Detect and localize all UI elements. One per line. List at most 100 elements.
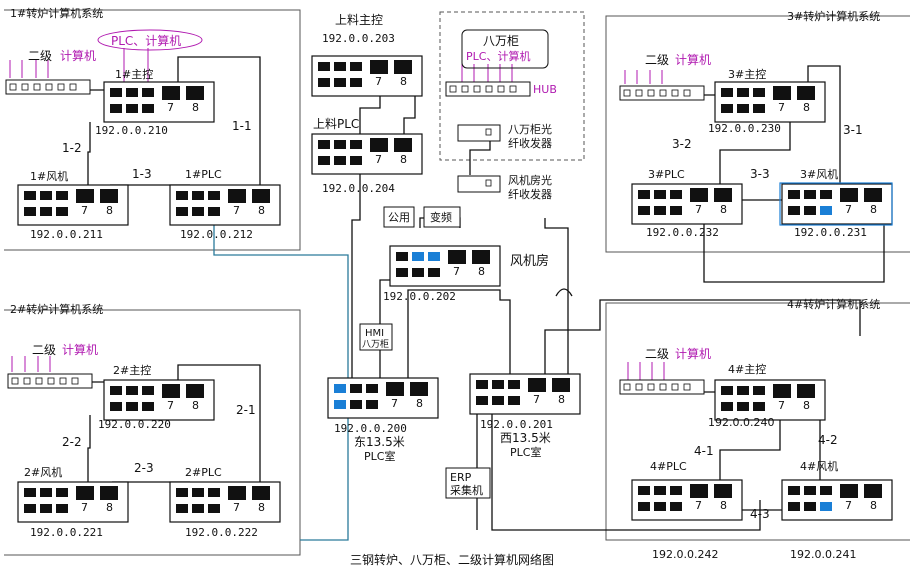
svg-text:7: 7 [778,399,785,412]
transceiver-wanguo-port [485,128,492,136]
svg-text:7: 7 [375,75,382,88]
svg-text:8: 8 [803,101,810,114]
svg-text:8: 8 [192,101,199,114]
s1-plc-label: 1#PLC [185,168,222,181]
svg-text:7: 7 [533,393,540,406]
hub-ports [9,83,691,391]
s1-link-1-1: 1-1 [232,119,252,133]
svg-text:7: 7 [453,265,460,278]
system4-border [605,302,910,541]
transceiver2-line-b: 纤收发器 [508,187,552,201]
system3-border [605,15,910,253]
svg-text:7: 7 [375,153,382,166]
plc-computer-ellipse [97,29,203,51]
s1-fan-label: 1#风机 [30,169,68,183]
s3-plc-label: 3#PLC [648,168,685,181]
diagram-title: 三钢转炉、八万柜、二级计算机网络图 [350,552,554,567]
s3-fan-label: 3#风机 [800,167,838,181]
svg-text:8: 8 [720,203,727,216]
s4-master-label: 4#主控 [728,362,766,376]
east-plc-ip: 192.0.0.200 [334,422,407,435]
fan-room-label: 风机房 [510,253,549,269]
transceiver1-line-b: 纤收发器 [508,136,552,150]
public-box [383,206,415,228]
s1-master-ip: 192.0.0.210 [95,124,168,137]
fan-room-ip: 192.0.0.202 [383,290,456,303]
s1-master-label: 1#主控 [115,67,153,81]
system4-title: 4#转炉计算机系统 [787,297,880,311]
s3-master-label: 3#主控 [728,67,766,81]
s4-link-4-2: 4-2 [818,433,838,447]
svg-text:7: 7 [81,501,88,514]
svg-text:7: 7 [391,397,398,410]
s3-computer-label: 计算机 [675,52,711,67]
blue-ports [334,206,832,511]
wanguo-plc-label: PLC、计算机 [466,49,530,63]
s4-link-4-1: 4-1 [694,444,714,458]
s1-computer-label: 计算机 [60,48,96,63]
s4-fan-ip: 192.0.0.241 [790,548,856,561]
svg-text:7: 7 [845,499,852,512]
wanguo-box [461,29,549,69]
wanguo-region-border [439,11,585,161]
svg-text:8: 8 [803,399,810,412]
transceiver-fan-room [457,175,501,193]
s4-plc-label: 4#PLC [650,460,687,473]
svg-text:7: 7 [695,499,702,512]
transceiver2-line-a: 风机房光 [508,173,552,187]
svg-text:7: 7 [167,101,174,114]
system2-border [4,309,301,556]
feed-plc-ip: 192.0.0.204 [322,182,395,195]
s4-level2-label: 二级 [645,347,669,361]
transceiver-fan-room-port [485,179,492,187]
svg-text:7: 7 [695,203,702,216]
west-plc-label: 西13.5米 [500,431,551,445]
s2-computer-label: 计算机 [62,342,98,357]
s2-level2-label: 二级 [32,343,56,357]
switch-3-fan-highlight [779,182,893,226]
s3-link-3-3: 3-3 [750,167,770,181]
s1-plc-computer-label: PLC、计算机 [111,33,181,48]
crossing-bump [555,288,573,297]
svg-text:8: 8 [258,204,265,217]
s2-link-2-1: 2-1 [236,403,256,417]
s3-level2-label: 二级 [645,53,669,67]
s3-master-ip: 192.0.0.230 [708,122,781,135]
svg-text:8: 8 [400,153,407,166]
s1-link-1-2: 1-2 [62,141,82,155]
svg-text:7: 7 [778,101,785,114]
s2-link-2-2: 2-2 [62,435,82,449]
west-plc-ip: 192.0.0.201 [480,418,553,431]
system2-title: 2#转炉计算机系统 [10,302,103,316]
svg-text:8: 8 [106,204,113,217]
svg-text:7: 7 [845,203,852,216]
svg-text:8: 8 [400,75,407,88]
feed-plc-label: 上料PLC [313,117,359,131]
s2-fan-label: 2#风机 [24,465,62,479]
wanguo-label: 八万柜 [483,34,519,48]
east-plc-label: 东13.5米 [354,435,405,449]
erp-box [445,467,491,499]
system1-border [4,9,301,251]
system3-title: 3#转炉计算机系统 [787,9,880,23]
hmi-box [359,323,393,351]
s3-fan-ip: 192.0.0.231 [794,226,867,239]
s4-master-ip: 192.0.0.240 [708,416,774,429]
svg-text:8: 8 [870,499,877,512]
public-label: 公用 [388,211,410,224]
s4-computer-label: 计算机 [675,346,711,361]
feed-master-label: 上料主控 [335,13,383,27]
erp-label: ERP [450,471,472,484]
s2-master-label: 2#主控 [113,363,151,377]
s4-fan-label: 4#风机 [800,459,838,473]
svg-text:8: 8 [558,393,565,406]
transceiver1-line-a: 八万柜光 [508,122,552,136]
s3-link-3-1: 3-1 [843,123,863,137]
s1-plc-ip: 192.0.0.212 [180,228,253,241]
s1-link-1-3: 1-3 [132,167,152,181]
s4-plc-ip: 192.0.0.242 [652,548,718,561]
svg-text:8: 8 [258,501,265,514]
hmi-sub-label: 八万柜 [362,338,389,350]
